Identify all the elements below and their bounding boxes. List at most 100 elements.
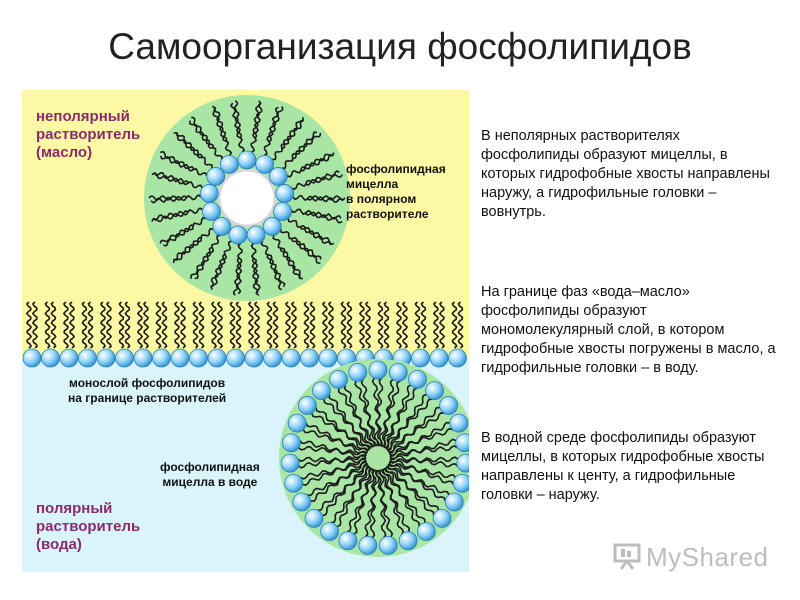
lipid-head [439, 396, 458, 415]
lipid-head [206, 167, 226, 186]
lipid-tail [232, 256, 242, 296]
lipid-tail [396, 301, 402, 349]
lipid-tail [143, 301, 149, 349]
lipid-tail [336, 465, 370, 528]
presentation-board-icon [613, 543, 641, 570]
micelle-polar-label: фосфолипидная мицелла в полярном раствор… [346, 162, 446, 221]
lipid-head [202, 202, 221, 221]
lipid-tail [346, 301, 353, 349]
lipid-tail [384, 467, 440, 511]
lipid-tail [364, 469, 380, 538]
lipid-tail [304, 211, 343, 224]
lipid-head [287, 413, 307, 433]
lipid-head [329, 369, 348, 389]
lipid-tail [100, 301, 106, 349]
lipid-tail [106, 301, 112, 349]
lipid-tail [387, 393, 427, 452]
lipid-tail [299, 440, 367, 459]
lipid-tail [309, 301, 316, 349]
lipid-tail [174, 301, 180, 349]
lipid-head [300, 348, 319, 368]
lipid-tail [297, 456, 367, 464]
lipid-tail [233, 100, 243, 139]
phospholipid-diagram: неполярный растворитель (масло) фосфолип… [22, 90, 477, 572]
micelle-water-label: фосфолипидная мицелла в воде [160, 460, 260, 489]
lipid-tail [370, 468, 377, 539]
lipid-tail [280, 117, 304, 150]
water-solvent-label: полярный растворитель (вода) [36, 500, 141, 553]
lipid-tail [87, 301, 94, 349]
lipid-tail [402, 301, 408, 349]
lipid-tail [155, 301, 162, 349]
lipid-head [41, 348, 60, 368]
lipid-tail [328, 301, 334, 349]
lipid-tail [298, 453, 367, 469]
monolayer-label: монослой фосфолипидов на границе раствор… [68, 376, 227, 405]
lipid-head [398, 531, 418, 551]
lipid-tail [315, 407, 368, 454]
lipid-head [281, 348, 301, 368]
lipid-tail [360, 379, 376, 448]
lipid-tail [291, 237, 321, 264]
lipid-tail [353, 467, 373, 535]
lipid-tail [198, 301, 205, 349]
lipid-tail [217, 301, 223, 349]
lipid-tail [451, 301, 458, 349]
lipid-tail [377, 301, 384, 349]
lipid-head [348, 362, 368, 382]
lipid-tail [322, 463, 368, 517]
lipid-tail [161, 301, 168, 349]
lipid-tail [303, 301, 310, 349]
lipid-head [237, 150, 257, 170]
lipid-tail [279, 247, 303, 280]
lipid-head [255, 154, 275, 174]
lipid-head [304, 508, 324, 528]
lipid-tail [63, 301, 69, 349]
lipid-tail [44, 301, 51, 349]
lipid-tail [374, 377, 384, 447]
lipid-head [199, 184, 219, 203]
lipid-head [318, 348, 338, 368]
lipid-tail [383, 301, 390, 349]
page-title: Самоорганизация фосфолипидов [108, 26, 692, 67]
lipid-head [425, 381, 444, 400]
lipid-tail [343, 384, 373, 449]
lipid-head [96, 348, 116, 368]
lipid-tail [254, 301, 260, 349]
lipid-tail [389, 458, 455, 485]
lipid-head [452, 473, 472, 493]
lipid-head [226, 348, 245, 368]
lipid-tail [69, 301, 75, 349]
lipid-tail [192, 301, 199, 349]
lipid-tail [383, 398, 433, 449]
lipid-head [280, 453, 300, 473]
lipid-tail [159, 224, 195, 244]
lipid-head [284, 473, 304, 493]
lipid-tail [337, 388, 376, 447]
lipid-tail [173, 132, 203, 159]
lipid-head [263, 348, 282, 368]
lipid-head [292, 492, 312, 512]
diagram-canvas [22, 90, 477, 572]
lipid-head [244, 348, 264, 368]
lipid-head [212, 217, 232, 236]
lipid-tail [377, 380, 401, 447]
lipid-tail [388, 461, 447, 502]
lipid-tail [299, 152, 335, 172]
lipid-tail [26, 301, 32, 349]
lipid-tail [389, 455, 459, 468]
lipid-tail [211, 301, 217, 349]
lipid-tail [191, 116, 215, 149]
lipid-tail [172, 236, 203, 264]
lipid-tail [159, 151, 195, 171]
lipid-tail [385, 412, 445, 451]
lipid-head [388, 362, 408, 382]
lipid-head [338, 531, 358, 551]
lipid-tail [310, 460, 367, 502]
lipid-tail [124, 301, 131, 349]
reverse-micelle-core [217, 168, 277, 228]
lipid-tail [306, 195, 346, 201]
lipid-tail [267, 106, 284, 143]
lipid-tail [31, 301, 38, 349]
lipid-tail [385, 466, 421, 527]
